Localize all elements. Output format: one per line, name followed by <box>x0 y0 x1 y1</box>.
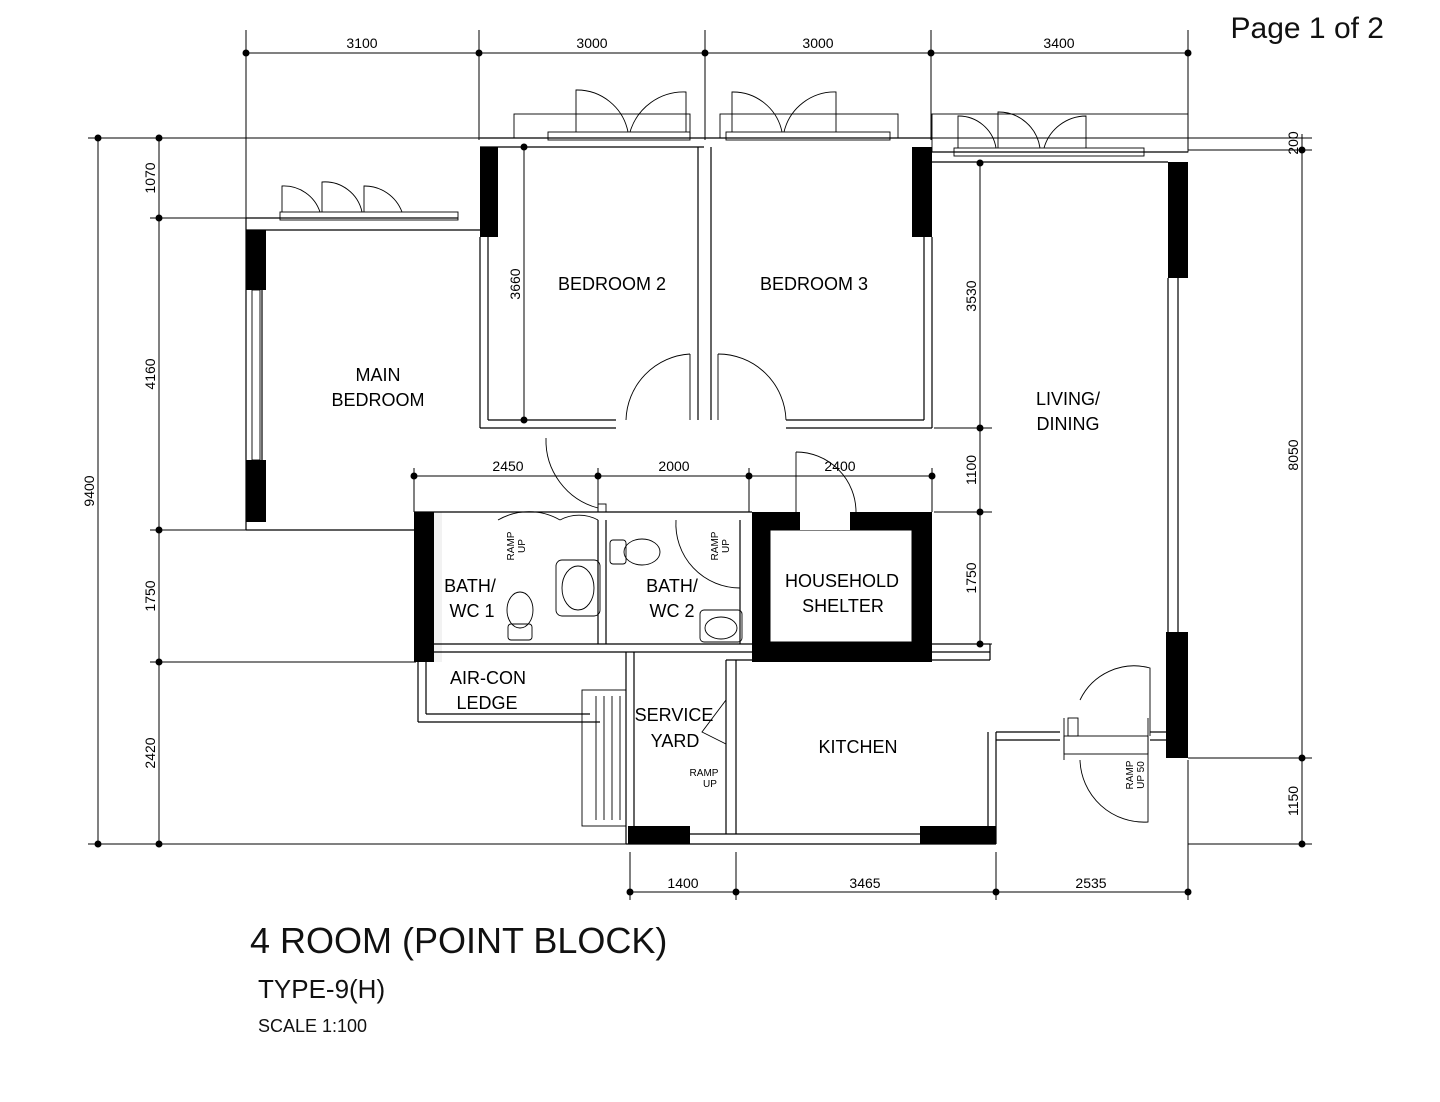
note-ramp-bath1-2: UP <box>517 539 528 553</box>
dimension-labels: 3100 3000 3000 3400 2450 2000 2400 1400 … <box>81 35 1301 891</box>
label-main-bedroom-2: BEDROOM <box>331 390 424 410</box>
dim-living-3: 1750 <box>963 562 979 593</box>
note-ramp-yard-2: UP <box>703 779 717 790</box>
label-bath-wc-1-a: BATH/ <box>444 576 496 596</box>
note-ramp-yard-1: RAMP <box>690 768 719 779</box>
label-kitchen: KITCHEN <box>818 737 897 757</box>
door-swings <box>281 89 1151 823</box>
label-main-bedroom-1: MAIN <box>356 365 401 385</box>
dim-left-3: 1750 <box>142 580 158 611</box>
dim-inner-3: 2400 <box>824 458 855 474</box>
label-bedroom-3: BEDROOM 3 <box>760 274 868 294</box>
dim-right-3: 1150 <box>1285 786 1301 816</box>
dim-top-3: 3000 <box>802 35 833 51</box>
dim-right-2: 8050 <box>1285 439 1301 470</box>
label-bath-wc-2-b: WC 2 <box>650 601 695 621</box>
label-living-dining-1: LIVING/ <box>1036 389 1100 409</box>
label-living-dining-2: DINING <box>1037 414 1100 434</box>
dim-left-1: 1070 <box>142 162 158 193</box>
label-service-yard-1: SERVICE <box>635 705 714 725</box>
dim-bedroom-2-depth: 3660 <box>507 268 523 299</box>
note-ramp-entrance-2: UP 50 <box>1136 761 1147 789</box>
note-ramp-bath1-1: RAMP <box>506 531 517 560</box>
plan-scale: SCALE 1:100 <box>258 1016 368 1036</box>
dim-bottom-2: 3465 <box>849 875 880 891</box>
dim-top-2: 3000 <box>576 35 607 51</box>
room-labels: MAIN BEDROOM BEDROOM 2 BEDROOM 3 LIVING/… <box>331 274 1100 757</box>
dim-left-4: 2420 <box>142 737 158 768</box>
dim-bottom-3: 2535 <box>1075 875 1106 891</box>
label-aircon-ledge-2: LEDGE <box>456 693 517 713</box>
dim-bottom-1: 1400 <box>667 875 698 891</box>
toilet-icon <box>609 538 661 566</box>
dim-left-2: 4160 <box>142 358 158 389</box>
label-household-shelter-2: SHELTER <box>802 596 884 616</box>
plan-title: 4 ROOM (POINT BLOCK) <box>250 920 668 961</box>
label-bath-wc-1-b: WC 1 <box>450 601 495 621</box>
dim-inner-1: 2450 <box>492 458 523 474</box>
walls <box>245 137 1188 845</box>
note-ramp-bath2-2: UP <box>721 539 732 553</box>
dim-living-2: 1100 <box>963 455 979 485</box>
label-bath-wc-2-a: BATH/ <box>646 576 698 596</box>
fixtures <box>506 538 743 643</box>
basin-icon <box>699 609 743 643</box>
note-ramp-entrance-1: RAMP <box>1125 760 1136 789</box>
label-aircon-ledge-1: AIR-CON <box>450 668 526 688</box>
label-service-yard-2: YARD <box>651 731 700 751</box>
dim-top-4: 3400 <box>1043 35 1074 51</box>
windows <box>251 113 1189 461</box>
dim-right-1: 200 <box>1285 131 1301 155</box>
plan-type: TYPE-9(H) <box>258 974 386 1004</box>
label-household-shelter-1: HOUSEHOLD <box>785 571 899 591</box>
basin-icon <box>555 559 601 617</box>
dim-top-1: 3100 <box>346 35 377 51</box>
dim-left-outer: 9400 <box>81 475 97 506</box>
ramp-notes: RAMP UP RAMP UP RAMP UP RAMP UP 50 <box>506 531 1147 790</box>
dim-living-1: 3530 <box>963 280 979 311</box>
toilet-icon <box>506 591 534 641</box>
label-bedroom-2: BEDROOM 2 <box>558 274 666 294</box>
page-number-label: Page 1 of 2 <box>1230 12 1384 45</box>
dim-inner-2: 2000 <box>658 458 689 474</box>
note-ramp-bath2-1: RAMP <box>710 531 721 560</box>
